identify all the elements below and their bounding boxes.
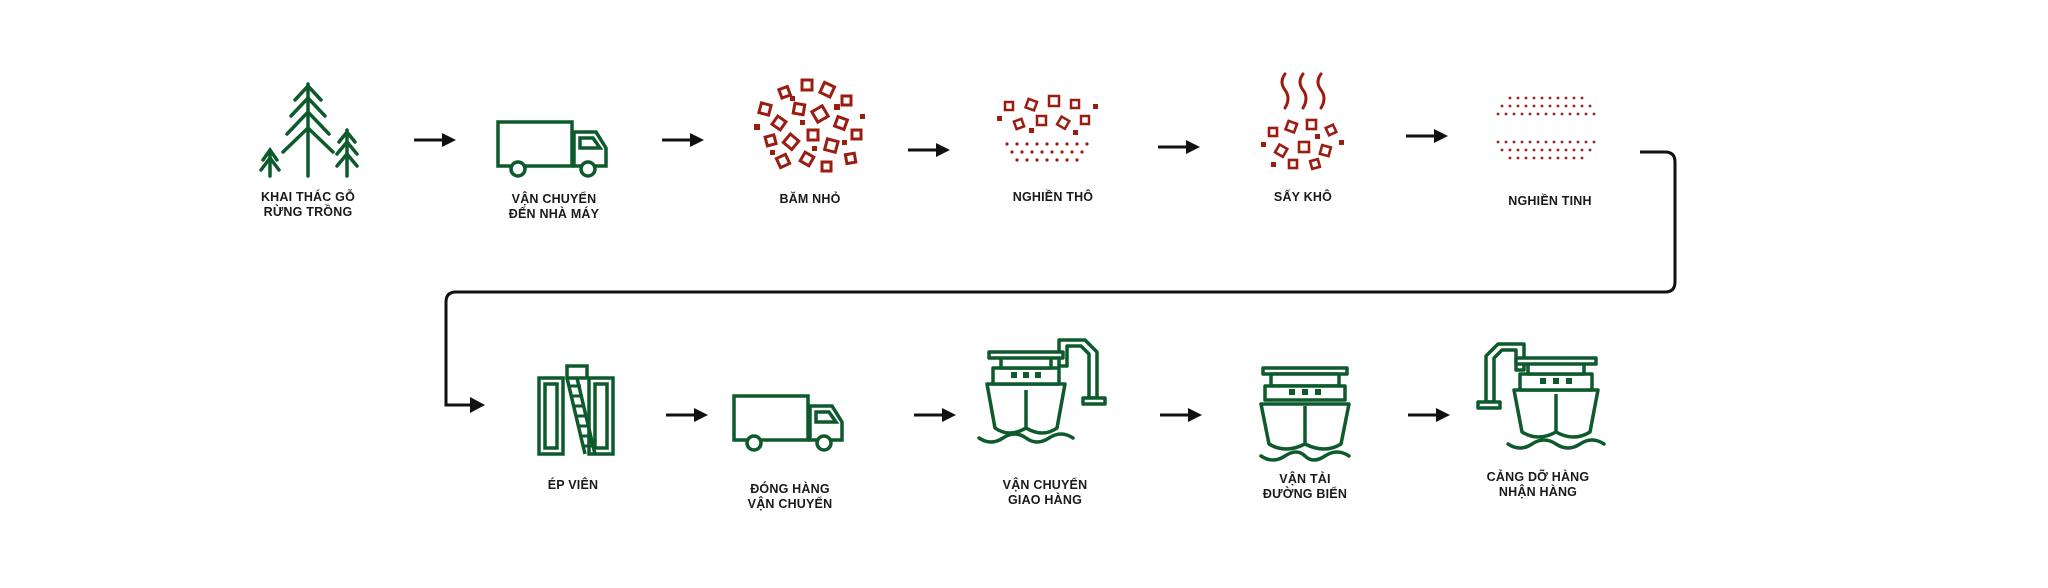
flow-arrow <box>414 133 456 147</box>
flow-arrow <box>1408 408 1450 422</box>
truck-icon <box>732 394 844 452</box>
flow-arrow <box>1160 408 1202 422</box>
step-label-line1: NGHIỀN THÔ <box>1012 190 1094 204</box>
step-dry <box>1203 68 1403 172</box>
step-deliver <box>945 332 1145 452</box>
step-label: ÉP VIÊN <box>473 478 673 493</box>
step-label-line1: SẤY KHÔ <box>1273 190 1333 204</box>
step-label-line1: VẬN TẢI <box>1279 472 1331 486</box>
step-label: ĐÓNG HÀNG VẬN CHUYỂN <box>690 482 890 512</box>
step-label: BĂM NHỎ <box>710 192 910 207</box>
step-pellet <box>478 362 678 458</box>
forest-icon <box>259 82 359 178</box>
step-label-line1: ÉP VIÊN <box>547 478 599 492</box>
step-label-line1: KHAI THÁC GỖ <box>260 190 356 204</box>
step-label-line2: NHẬN HÀNG <box>1498 485 1578 499</box>
step-label-line1: VẬN CHUYỂN <box>1002 478 1088 492</box>
step-label-line1: NGHIỀN TINH <box>1508 194 1592 208</box>
step-label: SẤY KHÔ <box>1203 190 1403 205</box>
step-label-line2: ĐƯỜNG BIỂN <box>1262 487 1348 501</box>
step-label: VẬN CHUYỂN GIAO HÀNG <box>945 478 1145 508</box>
step-chip <box>710 74 910 178</box>
truck-icon <box>496 120 608 178</box>
flow-arrow <box>662 133 704 147</box>
ship-unloading-icon <box>1476 342 1606 450</box>
step-fine-grind <box>1445 92 1645 172</box>
flow-arrow <box>1406 129 1448 143</box>
step-label: VẬN CHUYỂN ĐẾN NHÀ MÁY <box>454 192 654 222</box>
step-label-line2: RỪNG TRỒNG <box>263 205 353 219</box>
step-coarse-grind <box>948 92 1148 172</box>
step-port <box>1438 340 1638 456</box>
step-pack <box>690 392 890 452</box>
step-label-line1: ĐÓNG HÀNG <box>750 482 830 496</box>
step-label: NGHIỀN TINH <box>1450 194 1650 209</box>
ship-loading-icon <box>977 338 1107 444</box>
step-label-line1: BĂM NHỎ <box>779 192 841 206</box>
fine-grind-icon <box>1496 96 1596 160</box>
step-label: CẢNG DỠ HÀNG NHẬN HÀNG <box>1438 470 1638 500</box>
flow-arrow <box>908 143 950 157</box>
step-label-line1: VẬN CHUYỂN <box>511 192 597 206</box>
flow-arrow <box>1158 140 1200 154</box>
step-sea <box>1205 364 1405 464</box>
wood-chips-icon <box>754 78 865 173</box>
flow-arrow <box>666 408 708 422</box>
ship-icon <box>1259 366 1351 462</box>
step-label: VẬN TẢI ĐƯỜNG BIỂN <box>1205 472 1405 502</box>
step-transport-factory <box>454 118 654 178</box>
drying-icon <box>1261 72 1344 171</box>
step-harvest <box>208 80 408 180</box>
coarse-grind-icon <box>997 94 1098 162</box>
step-label-line2: VẬN CHUYỂN <box>747 497 833 511</box>
step-label-line2: GIAO HÀNG <box>1007 493 1083 507</box>
step-label-line1: CẢNG DỠ HÀNG <box>1486 470 1590 484</box>
step-label: NGHIỀN THÔ <box>953 190 1153 205</box>
flow-arrow <box>914 408 956 422</box>
pellet-press-icon <box>537 364 615 456</box>
step-label: KHAI THÁC GỖ RỪNG TRỒNG <box>208 190 408 220</box>
particle-rows <box>1005 142 1089 162</box>
step-label-line2: ĐẾN NHÀ MÁY <box>508 207 600 221</box>
